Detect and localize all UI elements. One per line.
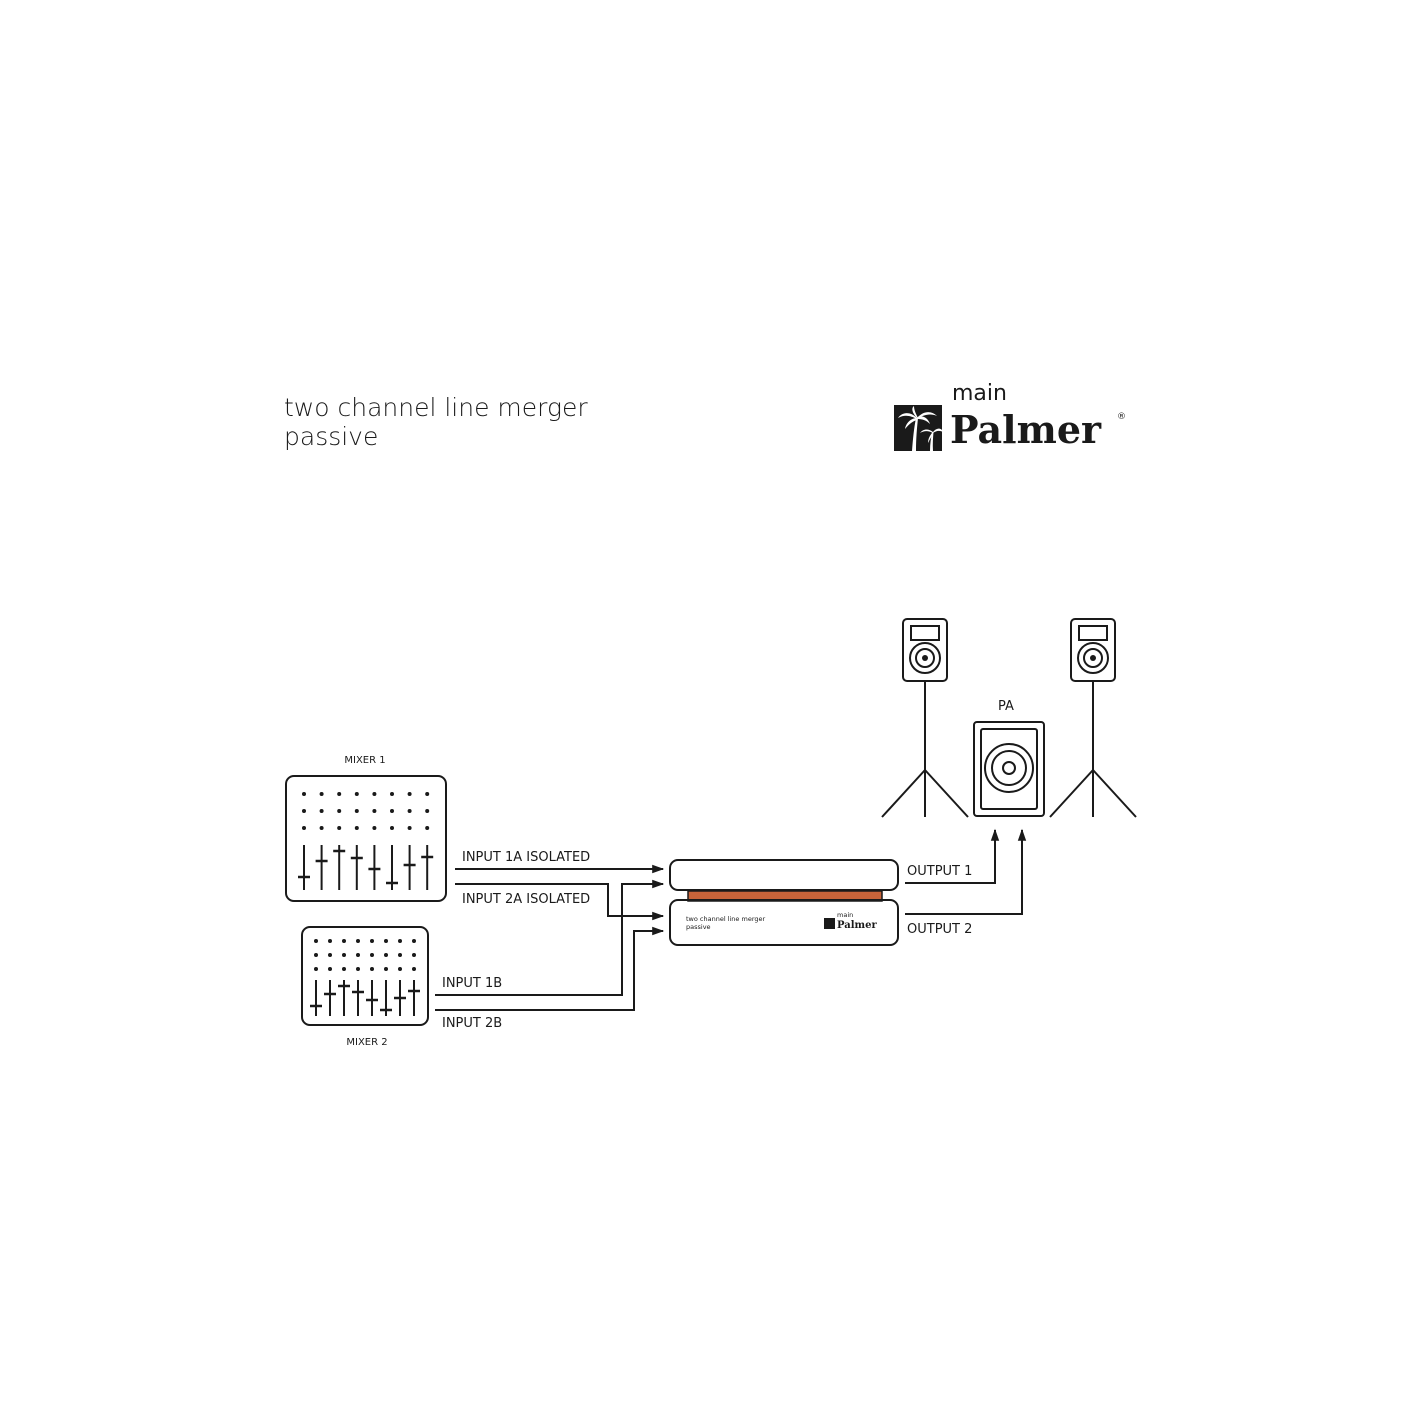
mixer-knob [356,967,360,971]
brand-prefix: main [952,381,1007,406]
mixer-knob [384,939,388,943]
pa-label: PA [998,699,1014,714]
input-1b-label: INPUT 1B [442,976,502,991]
mixer-knob [319,809,324,813]
mixer-knob [384,967,388,971]
mixer-knob [328,953,332,957]
mixer-knob [302,792,306,796]
mixer-knob [398,939,402,943]
mixer-knob [398,953,402,957]
palm-tree-icon [894,405,943,451]
mixer-knob [354,792,359,796]
output-2-label: OUTPUT 2 [907,922,972,937]
device-brand-prefix: main [837,911,853,919]
mixer-knob [412,939,416,943]
input-2b-label: INPUT 2B [442,1016,502,1031]
mixer-knob [412,953,416,957]
mixer-knob [337,792,342,796]
output-1-line [905,828,1000,884]
brand-logo: main Palmer ® [894,381,1126,452]
input-2a-label: INPUT 2A ISOLATED [462,892,590,907]
mixer-knob [342,939,346,943]
device-brand-name: Palmer [837,920,877,931]
device-label-line2: passive [686,923,711,931]
mixer-knob [384,953,388,957]
registered-mark: ® [1117,412,1126,422]
mixer-knob [314,939,318,943]
mixer-knob [337,809,342,813]
input-2a-line [455,883,665,921]
mixer-knob [425,809,430,813]
right-speaker-on-stand [1049,618,1137,818]
mixer2-label: MIXER 2 [346,1037,387,1048]
output-1-label: OUTPUT 1 [907,864,972,879]
mixer-knob [314,953,318,957]
mixer-knob [412,967,416,971]
left-speaker-on-stand [881,618,969,818]
device-palm-icon [824,918,835,929]
mixer-knob [302,809,306,813]
mixer-knob [356,939,360,943]
mixer-knob [342,953,346,957]
mixer-knob [356,953,360,957]
mixer-knob [398,967,402,971]
mixer-knob [337,826,342,830]
output-2-line [905,828,1027,915]
device-top-panel [669,859,899,891]
mixer-knob [425,792,430,796]
mixer-knob [407,826,412,830]
page-title-line2: passive [284,422,378,451]
mixer-knob [372,826,377,830]
input-2b-line [435,926,665,1011]
brand-name: Palmer [950,407,1102,452]
mixer-knob [390,792,394,796]
mixer-knob [425,826,430,830]
input-1b-line [435,879,665,996]
mixer-knob [372,809,377,813]
mixer-knob [342,967,346,971]
mixer-knob [370,967,374,971]
mixer-knob [407,809,412,813]
signal-lines [435,828,1027,1011]
mixer1-console [285,775,447,902]
page-title-line1: two channel line merger [284,393,588,422]
mixer-knob [370,953,374,957]
mixer-knob [328,967,332,971]
mixer-knob [390,809,394,813]
mixer-knob [354,809,359,813]
device-label-line1: two channel line merger [686,915,766,923]
device-front-panel [669,899,899,946]
mixer-knob [319,792,324,796]
mixer-knob [370,939,374,943]
mixer2-console [301,926,429,1026]
mixer-knob [319,826,324,830]
mixer-knob [328,939,332,943]
mixer1-label: MIXER 1 [344,755,385,766]
mixer-knob [407,792,412,796]
line-merger-device: two channel line merger passive main Pal… [669,859,899,946]
mixer-knob [354,826,359,830]
input-1a-label: INPUT 1A ISOLATED [462,850,590,865]
mixer-knob [314,967,318,971]
mixer-knob [390,826,394,830]
pa-subwoofer [973,721,1045,817]
mixer-knob [372,792,377,796]
mixer-knob [302,826,306,830]
